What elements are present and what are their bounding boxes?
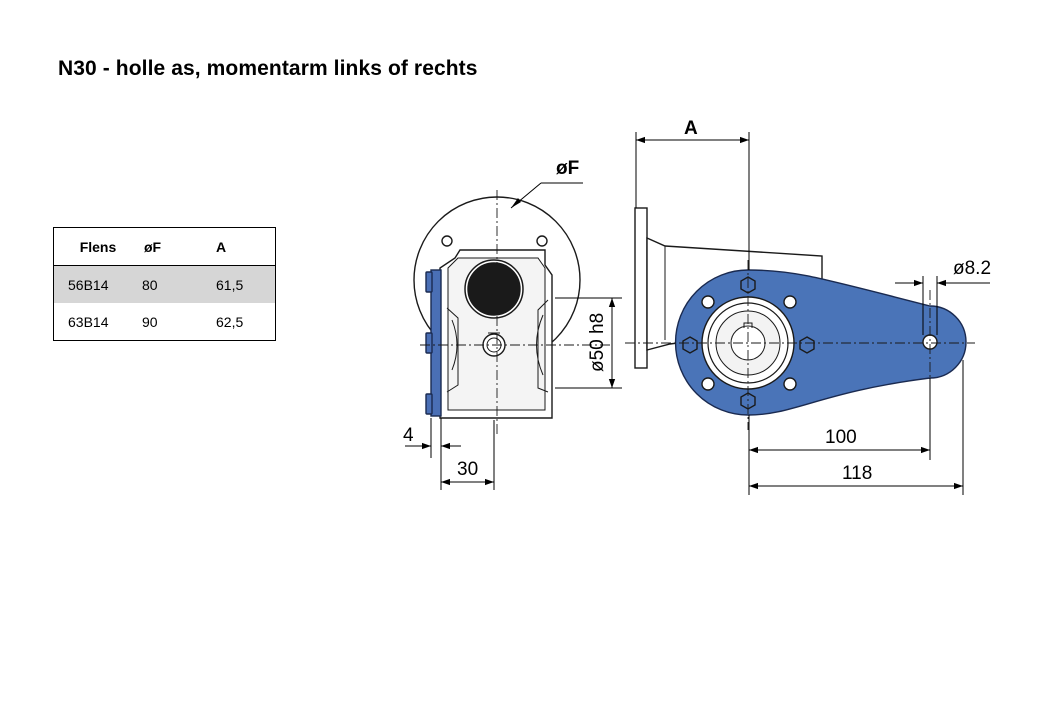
label-phi8-2: ø8.2 [953, 258, 991, 279]
hollow-shaft [467, 262, 521, 316]
bolt-hole [783, 377, 797, 391]
flange-plate [634, 207, 648, 369]
cell-A: 62,5 [216, 303, 276, 341]
label-118: 118 [842, 463, 872, 484]
header-phiF: øF [142, 227, 216, 266]
cell-flens: 56B14 [53, 265, 142, 303]
bolt-hole [701, 377, 715, 391]
header-flens: Flens [53, 227, 142, 266]
hex-nut [799, 336, 815, 354]
bolt-hole [783, 295, 797, 309]
cell-flens: 63B14 [53, 303, 142, 341]
header-A: A [216, 227, 276, 266]
page-title: N30 - holle as, momentarm links of recht… [58, 57, 478, 80]
table-row: 56B14 80 61,5 [53, 265, 276, 303]
hex-nut [682, 336, 698, 354]
label-A: A [684, 118, 698, 139]
table-header-row: Flens øF A [53, 227, 276, 266]
flange-spec-table: Flens øF A 56B14 80 61,5 63B14 90 62,5 [53, 227, 276, 341]
cell-phiF: 80 [142, 265, 216, 303]
label-30: 30 [457, 459, 478, 480]
label-100: 100 [825, 427, 857, 448]
flange-hole [441, 235, 453, 247]
table-row: 63B14 90 62,5 [53, 303, 276, 341]
cell-phiF: 90 [142, 303, 216, 341]
label-phiF: øF [556, 158, 579, 179]
side-view [634, 207, 967, 416]
label-4: 4 [403, 425, 414, 446]
bolt-hole [701, 295, 715, 309]
flange-hole [536, 235, 548, 247]
label-phi50: ø50 h8 [587, 313, 608, 372]
cell-A: 61,5 [216, 265, 276, 303]
